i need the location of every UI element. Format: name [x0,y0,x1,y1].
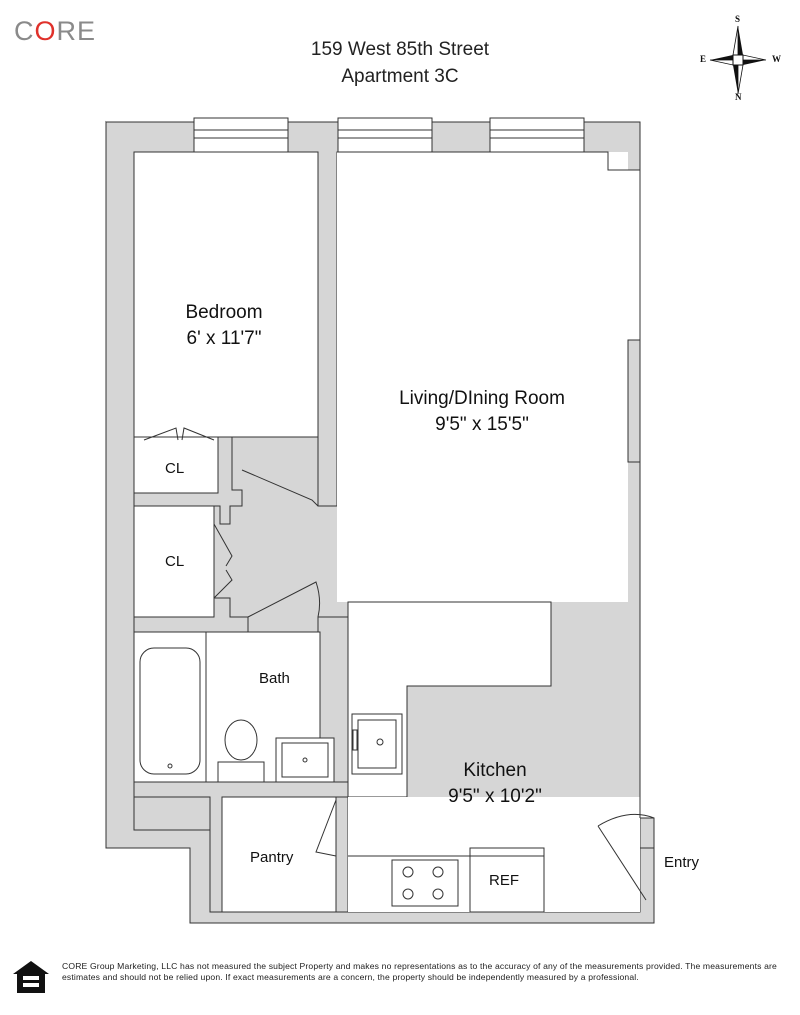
kitchen-sink [351,713,403,775]
compass-right: W [772,54,781,64]
equal-housing-icon [12,960,50,994]
pantry-label: Pantry [250,849,294,866]
closet-upper-label: CL [165,460,185,477]
bedroom-name: Bedroom [185,302,263,323]
bath-label: Bath [259,670,290,687]
bath-sink [275,737,335,783]
closet-lower-label: CL [165,553,185,570]
bathtub [133,631,207,783]
compass-icon: S E W N [700,14,784,104]
ref-label: REF [489,872,519,889]
entry-label: Entry [664,854,700,871]
windows [193,117,585,153]
compass-bottom: N [735,92,742,102]
disclaimer-text: CORE Group Marketing, LLC has not measur… [62,961,777,982]
kitchen-dims: 9'5" x 10'2" [448,786,542,807]
living-area [337,152,628,602]
compass-top: S [735,14,741,24]
toilet [217,719,265,783]
living-label: Living/DIning Room 9'5" x 15'5" [370,386,594,438]
entry-door [597,813,655,901]
kitchen-name: Kitchen [463,760,527,781]
bedroom-label: Bedroom 6' x 11'7" [154,300,294,352]
closet-upper [133,436,219,494]
bedroom-area [133,151,319,438]
apartment-number: Apartment 3C [341,66,459,87]
living-dims: 9'5" x 15'5" [435,414,529,435]
kitchen-label: Kitchen 9'5" x 10'2" [420,758,570,810]
brand-logo: CORE [14,16,97,46]
closet-lower [133,505,215,618]
bedroom-dims: 6' x 11'7" [186,328,262,349]
pantry-area [221,796,337,913]
compass-left: E [700,54,707,64]
kitchen-counter [348,847,545,913]
address-line: 159 West 85th Street [310,39,490,60]
living-name: Living/DIning Room [399,388,565,409]
